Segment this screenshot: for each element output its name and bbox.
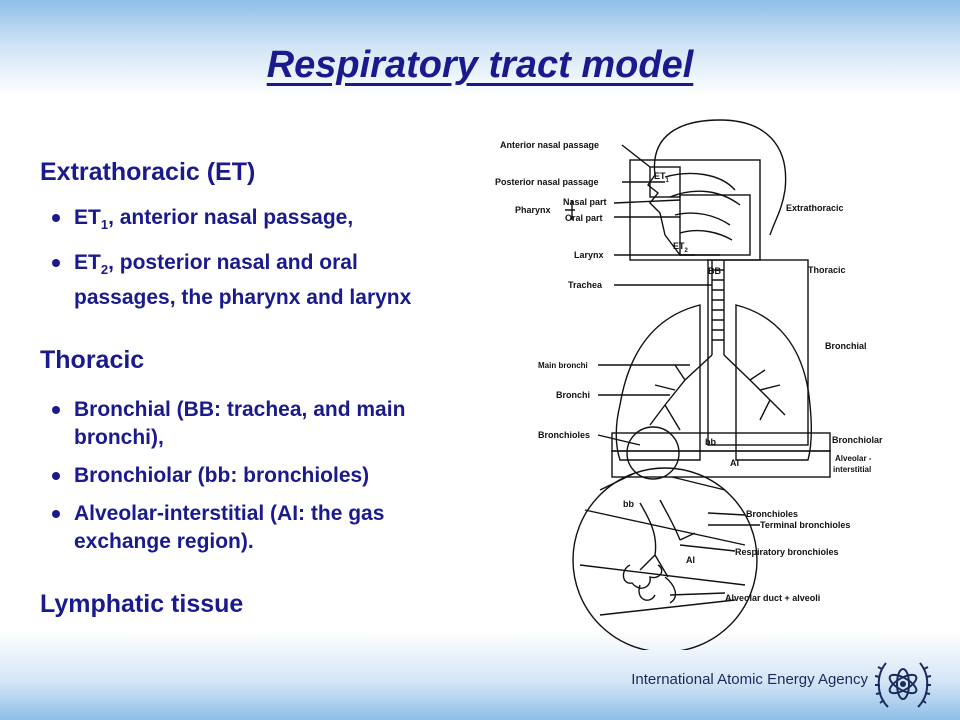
bronchiolar-box — [611, 432, 831, 452]
heading-thoracic: Thoracic — [40, 346, 145, 374]
heading-lymphatic: Lymphatic tissue — [40, 590, 244, 618]
label-anterior-nasal: Anterior nasal passage — [500, 140, 599, 150]
list-item-et1: ET1, anterior nasal passage, — [52, 204, 462, 239]
large-inset-circle — [572, 467, 758, 650]
list-item-alveolar: Alveolar-interstitial (AI: the gas excha… — [52, 500, 462, 556]
label-extrathoracic: Extrathoracic — [786, 203, 844, 213]
label-bb-lower: bb — [705, 437, 716, 447]
label-inset-ai: AI — [686, 555, 695, 565]
footer-organization: International Atomic Energy Agency — [631, 671, 868, 688]
label-inset-bb: bb — [623, 499, 634, 509]
label-inset-bronchioles: Bronchioles — [746, 509, 798, 519]
label-bronchi: Bronchi — [556, 390, 590, 400]
thoracic-list: Bronchial (BB: trachea, and main bronchi… — [52, 396, 462, 566]
oral-cavity — [674, 212, 733, 241]
left-lung — [615, 304, 701, 461]
label-nasal-part: Nasal part — [563, 197, 607, 207]
label-posterior-nasal: Posterior nasal passage — [495, 177, 599, 187]
alveolar-box — [611, 450, 831, 478]
label-bronchial: Bronchial — [825, 341, 867, 351]
head-outline — [653, 119, 787, 236]
right-lung — [735, 304, 813, 461]
label-trachea: Trachea — [568, 280, 603, 290]
heading-extrathoracic: Extrathoracic (ET) — [40, 158, 256, 186]
label-main-bronchi: Main bronchi — [538, 361, 588, 370]
label-bronchioles: Bronchioles — [538, 430, 590, 440]
label-oral-part: Oral part — [565, 213, 603, 223]
list-item-bronchial: Bronchial (BB: trachea, and main bronchi… — [52, 396, 462, 452]
label-ai: AI — [730, 458, 739, 468]
trachea-rings — [712, 269, 724, 341]
iaea-logo-icon — [874, 662, 932, 708]
extrathoracic-list: ET1, anterior nasal passage, ET2, poster… — [52, 204, 462, 322]
label-alveolar-1: Alveolar - — [835, 454, 872, 463]
list-item-bronchiolar: Bronchiolar (bb: bronchioles) — [52, 462, 462, 490]
nasal-cavity — [664, 172, 741, 206]
label-bronchiolar: Bronchiolar — [832, 435, 883, 445]
inset-bronchiole — [639, 499, 696, 578]
label-pharynx: Pharynx — [515, 205, 551, 215]
thoracic-box — [707, 259, 809, 446]
bronchi-branches — [649, 364, 786, 431]
inset-alveoli — [622, 564, 677, 604]
et2-box — [679, 194, 751, 256]
inset-lines — [579, 509, 746, 616]
extrathoracic-box — [629, 159, 761, 261]
label-thoracic: Thoracic — [808, 265, 846, 275]
respiratory-tract-diagram: Anterior nasal passage Posterior nasal p… — [495, 119, 883, 650]
label-et2: ET2 — [673, 241, 689, 254]
list-item-et2: ET2, posterior nasal and oral passages, … — [52, 249, 462, 312]
label-terminal-bronchioles: Terminal bronchioles — [760, 520, 850, 530]
label-respiratory-bronchioles: Respiratory bronchioles — [735, 547, 839, 557]
inset-connector — [599, 472, 726, 491]
slide-title: Respiratory tract model — [266, 44, 694, 86]
label-larynx: Larynx — [574, 250, 604, 260]
label-bb-upper: BB — [708, 266, 721, 276]
trachea — [711, 260, 725, 355]
main-bronchi — [664, 354, 771, 406]
small-inset-circle — [626, 426, 680, 480]
label-et1: ET1 — [654, 171, 670, 184]
label-alveolar-2: interstitial — [833, 465, 871, 474]
leader-lines — [565, 144, 760, 596]
label-alveolar-duct: Alveolar duct + alveoli — [725, 593, 820, 603]
